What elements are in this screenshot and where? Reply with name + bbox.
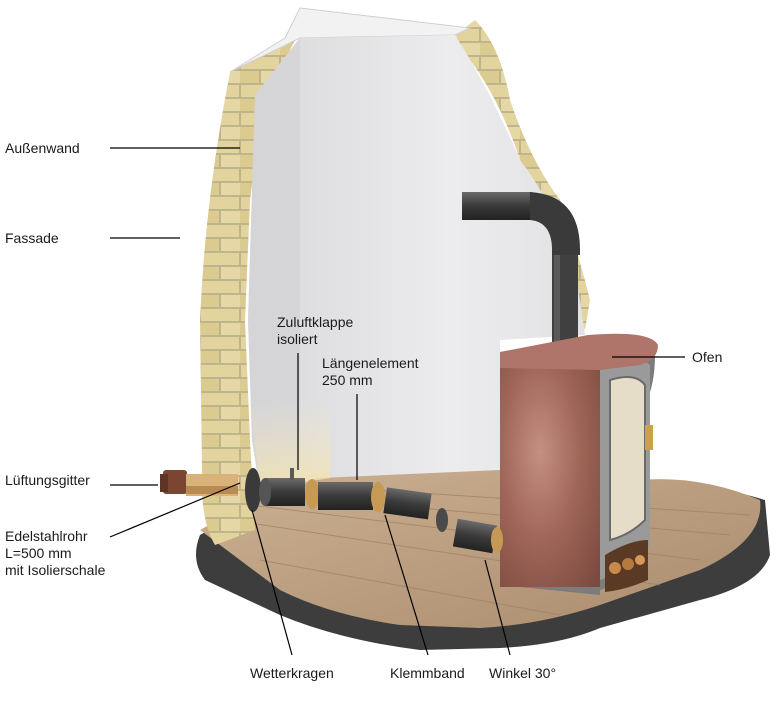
- stove: [500, 333, 658, 595]
- label-text: Klemmband: [390, 665, 465, 681]
- label-text: mit Isolierschale: [5, 562, 106, 578]
- label-winkel: Winkel 30°: [489, 665, 556, 682]
- leader-lines: [109, 147, 685, 656]
- label-fassade: Fassade: [5, 230, 59, 247]
- flue-pipe: [462, 192, 580, 355]
- label-text: Ofen: [692, 349, 723, 365]
- label-text: 250 mm: [322, 372, 373, 388]
- leader-winkel: [484, 559, 511, 656]
- inner-wall: [248, 35, 585, 490]
- label-text: Zuluftklappe: [277, 314, 354, 330]
- label-klemmband: Klemmband: [390, 665, 465, 682]
- leader-klemmband: [384, 514, 429, 656]
- label-edelstahlrohr: Edelstahlrohr L=500 mm mit Isolierschale: [5, 528, 105, 579]
- label-text: Lüftungsgitter: [5, 472, 90, 488]
- leader-edelstahlrohr: [109, 482, 241, 538]
- label-ofen: Ofen: [692, 349, 722, 366]
- label-wetterkragen: Wetterkragen: [250, 665, 334, 682]
- label-text: Edelstahlrohr: [5, 528, 88, 544]
- inner-wall-shadow: [248, 38, 300, 490]
- label-text: Wetterkragen: [250, 665, 334, 681]
- label-text: Längenelement: [322, 355, 419, 371]
- label-zuluftklappe: Zuluftklappe isoliert: [277, 314, 353, 348]
- label-text: Winkel 30°: [489, 665, 557, 681]
- leader-wetterkragen: [251, 509, 293, 656]
- label-laengenelement: Längenelement 250 mm: [322, 355, 419, 389]
- label-text: Außenwand: [5, 140, 80, 156]
- label-aussenwand: Außenwand: [5, 140, 80, 157]
- wall-glow: [250, 400, 330, 490]
- label-lueftungsgitter: Lüftungsgitter: [5, 472, 90, 489]
- label-text: isoliert: [277, 331, 318, 347]
- label-text: Fassade: [5, 230, 59, 246]
- air-intake-assembly: [160, 468, 503, 554]
- label-text: L=500 mm: [5, 545, 72, 561]
